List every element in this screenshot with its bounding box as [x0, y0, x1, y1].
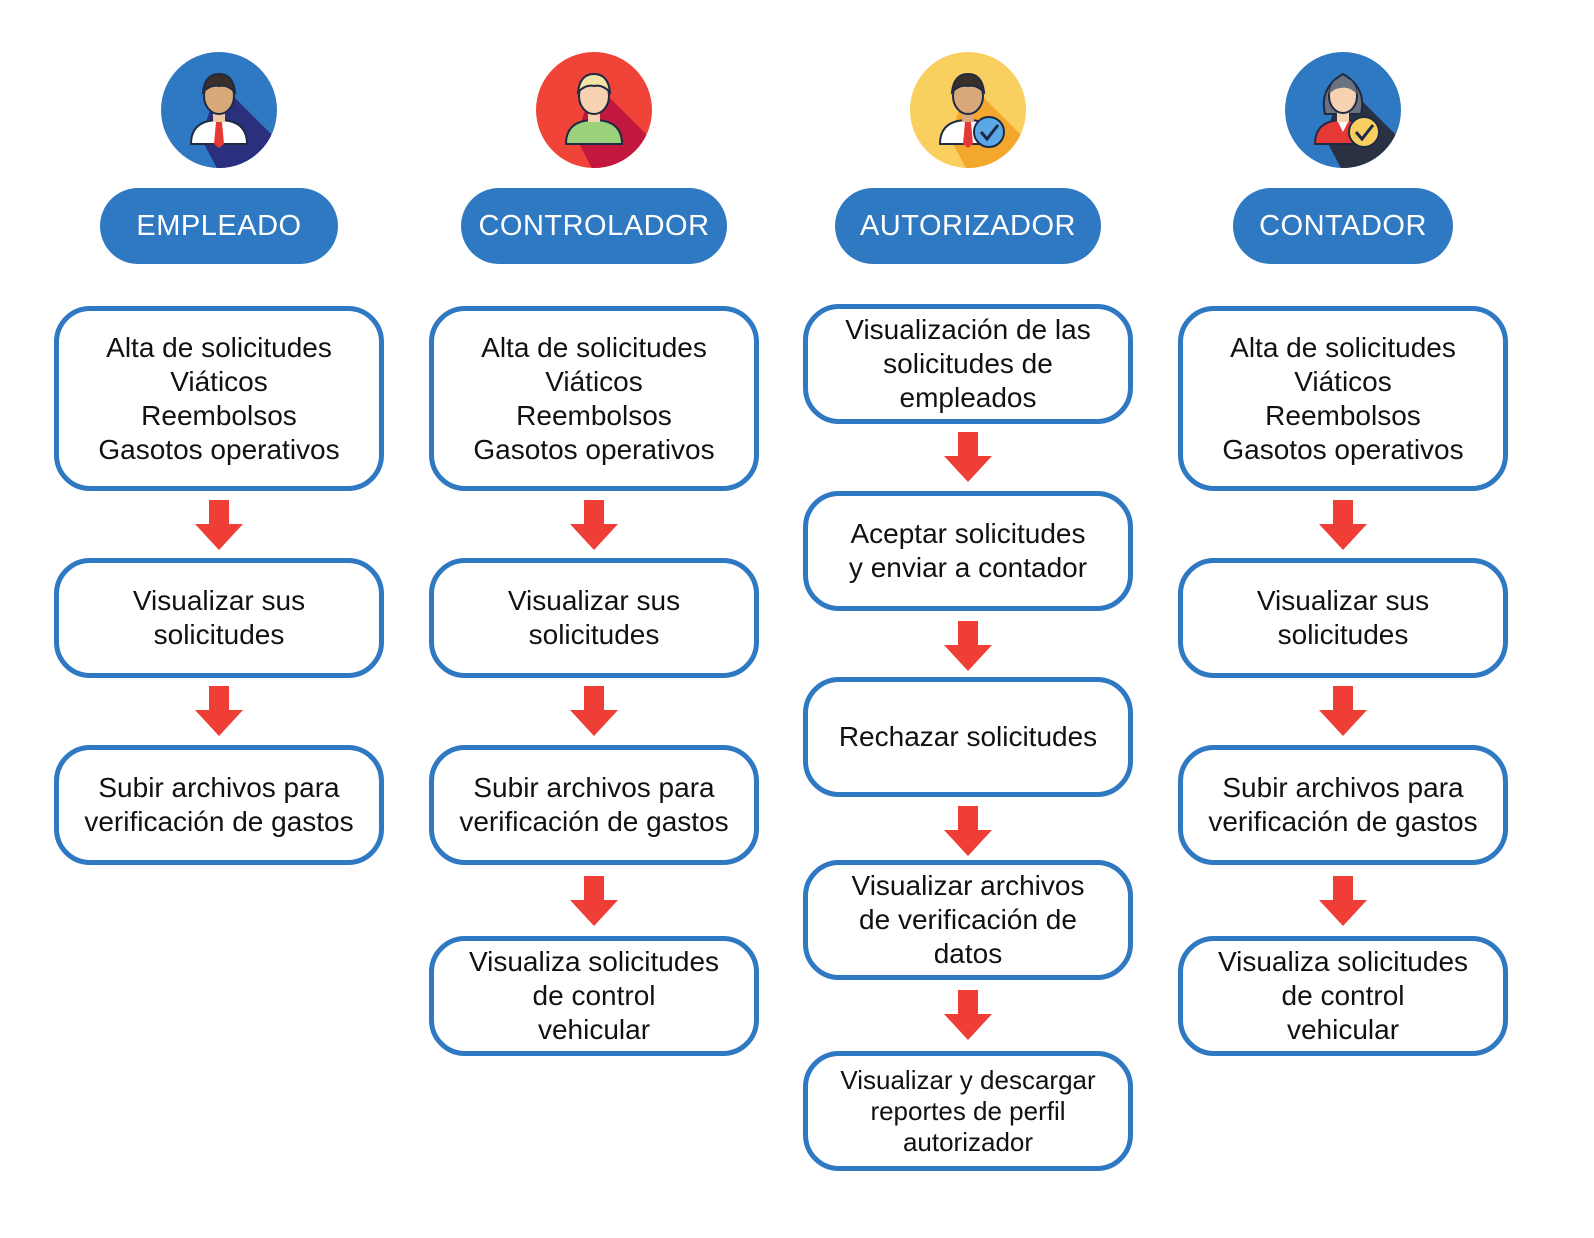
column-autorizador: AUTORIZADOR Visualización de las solicit…: [803, 0, 1133, 1238]
role-label-controlador: CONTROLADOR: [461, 188, 727, 264]
down-arrow-icon: [944, 806, 992, 856]
step-box: Visualización de las solicitudes de empl…: [803, 304, 1133, 424]
column-contador: CONTADOR Alta de solicitudes Viáticos Re…: [1178, 0, 1508, 1238]
step-box: Alta de solicitudes Viáticos Reembolsos …: [429, 306, 759, 491]
step-box: Alta de solicitudes Viáticos Reembolsos …: [1178, 306, 1508, 491]
role-label-empleado: EMPLEADO: [100, 188, 338, 264]
down-arrow-icon: [944, 621, 992, 671]
role-label-contador: CONTADOR: [1233, 188, 1453, 264]
down-arrow-icon: [1319, 686, 1367, 736]
step-box: Rechazar solicitudes: [803, 677, 1133, 797]
male-employee-tie-icon: [161, 52, 277, 168]
column-controlador: CONTROLADOR Alta de solicitudes Viáticos…: [429, 0, 759, 1238]
column-empleado: EMPLEADO Alta de solicitudes Viáticos Re…: [54, 0, 384, 1238]
step-box: Subir archivos para verificación de gast…: [429, 745, 759, 865]
down-arrow-icon: [570, 686, 618, 736]
step-box: Aceptar solicitudes y enviar a contador: [803, 491, 1133, 611]
down-arrow-icon: [1319, 876, 1367, 926]
step-box: Subir archivos para verificación de gast…: [54, 745, 384, 865]
step-box: Alta de solicitudes Viáticos Reembolsos …: [54, 306, 384, 491]
step-box: Subir archivos para verificación de gast…: [1178, 745, 1508, 865]
down-arrow-icon: [570, 876, 618, 926]
step-box: Visualiza solicitudes de control vehicul…: [1178, 936, 1508, 1056]
step-box: Visualizar sus solicitudes: [1178, 558, 1508, 678]
step-box: Visualizar sus solicitudes: [429, 558, 759, 678]
step-box: Visualizar archivos de verificación de d…: [803, 860, 1133, 980]
down-arrow-icon: [195, 686, 243, 736]
role-label-autorizador: AUTORIZADOR: [835, 188, 1101, 264]
male-approver-check-icon: [910, 52, 1026, 168]
step-box: Visualiza solicitudes de control vehicul…: [429, 936, 759, 1056]
down-arrow-icon: [570, 500, 618, 550]
down-arrow-icon: [944, 990, 992, 1040]
female-accountant-check-icon: [1285, 52, 1401, 168]
step-box: Visualizar y descargar reportes de perfi…: [803, 1051, 1133, 1171]
down-arrow-icon: [1319, 500, 1367, 550]
down-arrow-icon: [195, 500, 243, 550]
step-box: Visualizar sus solicitudes: [54, 558, 384, 678]
male-user-icon: [536, 52, 652, 168]
down-arrow-icon: [944, 432, 992, 482]
